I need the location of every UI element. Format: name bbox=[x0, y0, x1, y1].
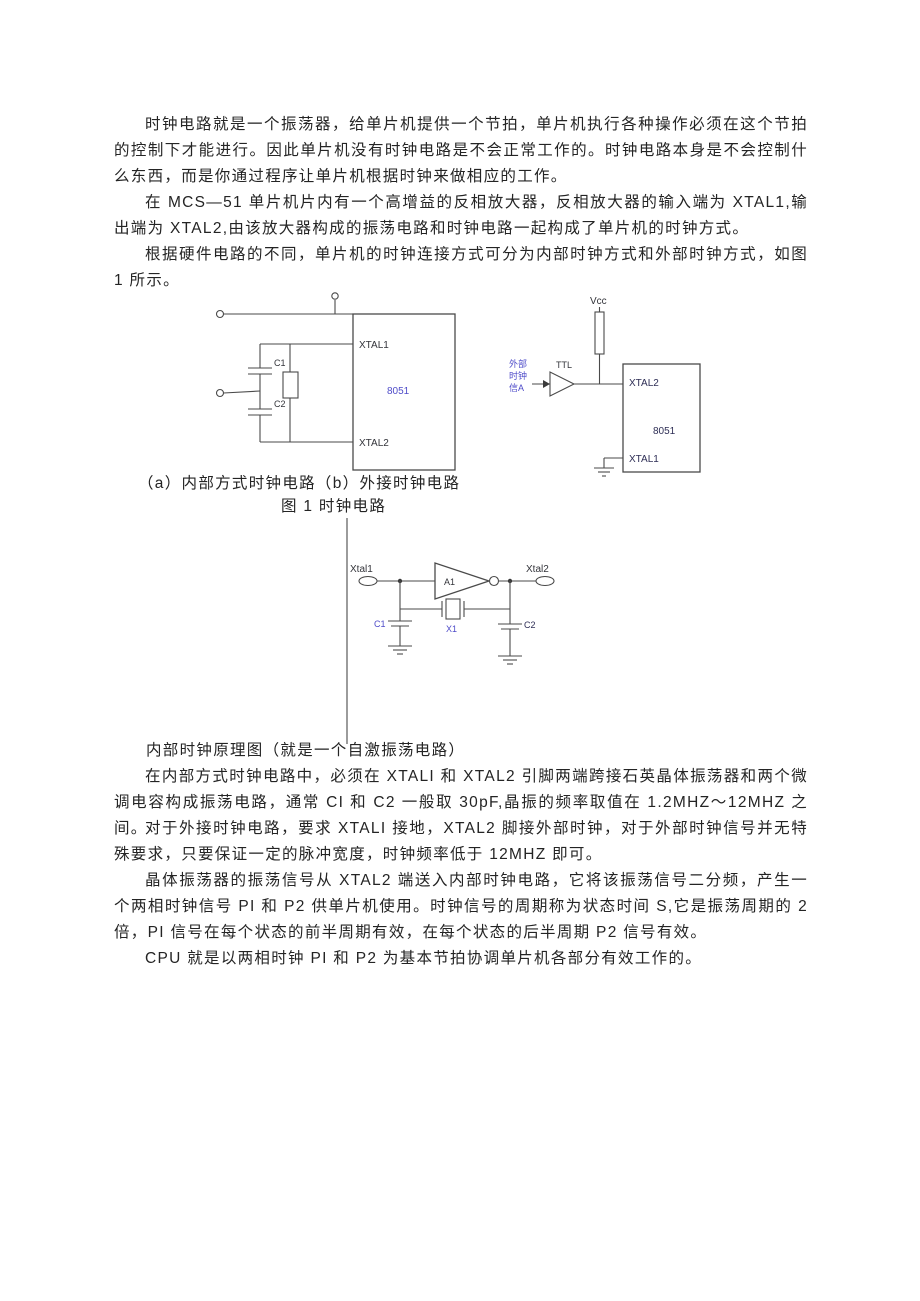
ext-clock-label-2: 时钟 bbox=[509, 370, 527, 381]
top-terminal bbox=[331, 292, 339, 300]
fig2-c2-label: C2 bbox=[524, 620, 536, 630]
chip-8051-right bbox=[622, 363, 701, 473]
figure-1-clock-circuits: XTAL1 XTAL2 8051 C1 C2 bbox=[206, 290, 706, 482]
paragraph-cpu-summary: CPU 就是以两相时钟 PI 和 P2 为基本节拍协调单片机各部分有效工作的。 bbox=[145, 950, 703, 967]
paragraph-clock-intro: 时钟电路就是一个振荡器，给单片机提供一个节拍，单片机执行各种操作必须在这个节拍的… bbox=[114, 116, 808, 185]
fig1-c1-label: C1 bbox=[274, 358, 286, 368]
ttl-gate-symbol bbox=[549, 371, 576, 397]
input-arrow bbox=[543, 380, 550, 388]
fig2-xtal1-label: Xtal1 bbox=[350, 564, 373, 575]
fig2-c1-label: C1 bbox=[374, 619, 386, 629]
internal-clock-circuit: XTAL1 XTAL2 8051 C1 C2 bbox=[215, 292, 456, 471]
chip-8051-left bbox=[352, 313, 456, 471]
fig1-left-xtal2-label: XTAL2 bbox=[359, 438, 389, 449]
left-mid-terminal bbox=[215, 388, 225, 398]
figure-1-title: 图 1 时钟电路 bbox=[281, 498, 387, 515]
fig1-right-xtal2-label: XTAL2 bbox=[629, 378, 659, 389]
figure-1-subcaption: （a）内部方式时钟电路（b）外接时钟电路 bbox=[138, 475, 461, 492]
ttl-label: TTL bbox=[556, 360, 572, 370]
ext-clock-label-1: 外部 bbox=[509, 358, 527, 369]
fig1-left-xtal1-label: XTAL1 bbox=[359, 340, 389, 351]
paragraph-internal-clock-detail: 在内部方式时钟电路中，必须在 XTALI 和 XTAL2 引脚两端跨接石英晶体振… bbox=[114, 768, 808, 837]
left-top-terminal bbox=[215, 309, 225, 319]
crystal-symbol bbox=[282, 371, 299, 399]
fig1-left-chip-label: 8051 bbox=[387, 386, 410, 397]
amplifier-symbol bbox=[434, 562, 492, 600]
inverter-bubble bbox=[488, 575, 500, 587]
figure-2-title: 内部时钟原理图（就是一个自激振荡电路） bbox=[146, 742, 466, 759]
fig2-x1-label: X1 bbox=[446, 624, 457, 634]
figure-2-internal-clock-principle: Xtal1 A1 Xtal2 bbox=[338, 514, 628, 749]
paragraph-clock-modes: 根据硬件电路的不同，单片机的时钟连接方式可分为内部时钟方式和外部时钟方式，如图 … bbox=[114, 246, 808, 289]
fig1-right-xtal1-label: XTAL1 bbox=[629, 454, 659, 465]
paragraph-mcs51-amplifier: 在 MCS—51 单片机片内有一个高增益的反相放大器，反相放大器的输入端为 XT… bbox=[114, 194, 808, 237]
external-clock-circuit: Vcc TTL 外部 时钟 信A XTAL2 8051 XTAL1 bbox=[509, 296, 701, 477]
crystal-x1-symbol bbox=[445, 598, 461, 620]
resistor-symbol bbox=[594, 311, 605, 355]
xtal2-terminal bbox=[535, 575, 555, 587]
paragraph-external-clock-detail: 对于外接时钟电路，要求 XTALI 接地，XTAL2 脚接外部时钟，对于外部时钟… bbox=[114, 820, 808, 863]
xtal1-terminal bbox=[358, 575, 378, 587]
fig2-xtal2-label: Xtal2 bbox=[526, 564, 549, 575]
ext-clock-label-3: 信A bbox=[509, 382, 524, 393]
oscillator-circuit: Xtal1 A1 Xtal2 bbox=[346, 518, 555, 744]
fig1-right-chip-label: 8051 bbox=[653, 426, 676, 437]
vcc-label: Vcc bbox=[590, 296, 607, 307]
fig1-c2-label: C2 bbox=[274, 399, 286, 409]
paragraph-two-phase-clock: 晶体振荡器的振荡信号从 XTAL2 端送入内部时钟电路，它将该振荡信号二分频，产… bbox=[114, 872, 808, 941]
fig2-amp-label: A1 bbox=[444, 577, 455, 587]
